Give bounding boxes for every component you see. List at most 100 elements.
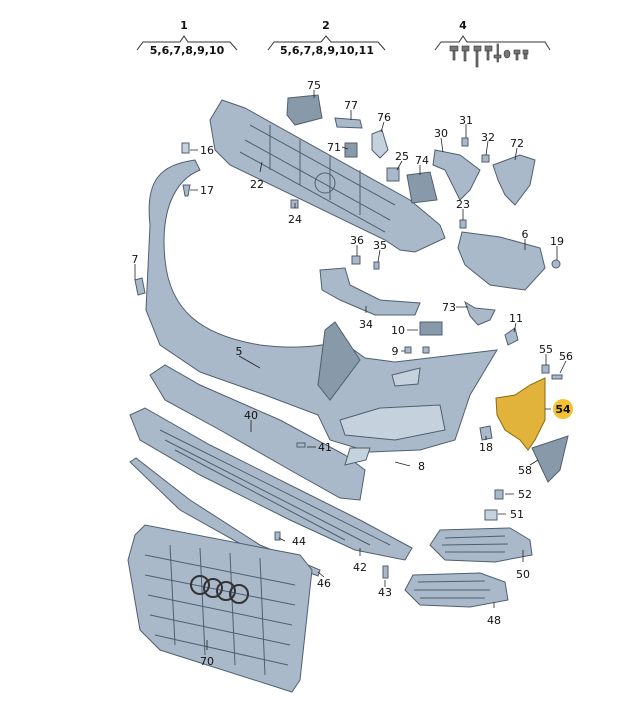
part-54-highlighted	[495, 377, 546, 451]
fog-grille-50	[429, 527, 533, 563]
label-23[interactable]: 23	[456, 198, 470, 211]
label-9[interactable]: 9	[392, 345, 399, 358]
label-25[interactable]: 25	[395, 150, 409, 163]
part-labels: 75 77 76 71 25 74 30 31 32 72 16 17 22 2…	[132, 79, 574, 668]
label-24[interactable]: 24	[288, 213, 302, 226]
fasteners-icon	[449, 43, 529, 68]
label-70[interactable]: 70	[200, 655, 214, 668]
label-56[interactable]: 56	[559, 350, 573, 363]
diffuser-42	[129, 407, 413, 561]
part-18	[479, 425, 493, 441]
label-46[interactable]: 46	[317, 577, 331, 590]
label-11[interactable]: 11	[509, 312, 523, 325]
part-10	[419, 321, 443, 336]
label-17[interactable]: 17	[200, 184, 214, 197]
label-72[interactable]: 72	[510, 137, 524, 150]
fog-grille-50-slats	[441, 535, 509, 553]
bumper-lower-vent	[339, 404, 446, 441]
label-71[interactable]: 71	[327, 141, 341, 154]
label-19[interactable]: 19	[550, 235, 564, 248]
group-4: 4	[434, 19, 551, 68]
part-8	[344, 447, 371, 466]
part-51	[484, 509, 498, 521]
part-7	[134, 277, 146, 296]
label-7[interactable]: 7	[132, 253, 139, 266]
group-items: 5,6,7,8,9,10,11	[280, 44, 374, 57]
label-51[interactable]: 51	[510, 508, 524, 521]
label-74[interactable]: 74	[415, 154, 429, 167]
leader-lines	[134, 90, 567, 650]
label-73[interactable]: 73	[442, 301, 456, 314]
label-36[interactable]: 36	[350, 234, 364, 247]
part-9a	[404, 346, 412, 354]
part-58	[531, 435, 569, 483]
part-72	[492, 154, 536, 206]
label-75[interactable]: 75	[307, 79, 321, 92]
part-9b	[422, 346, 430, 354]
group-number: 2	[322, 19, 330, 32]
label-55[interactable]: 55	[539, 343, 553, 356]
label-42[interactable]: 42	[353, 561, 367, 574]
label-52[interactable]: 52	[518, 488, 532, 501]
label-31[interactable]: 31	[459, 114, 473, 127]
label-8[interactable]: 8	[418, 460, 425, 473]
grille-slats	[144, 544, 296, 676]
part-71	[344, 142, 358, 158]
label-6[interactable]: 6	[522, 228, 529, 241]
label-48[interactable]: 48	[487, 614, 501, 627]
part-55	[541, 364, 550, 374]
bumper-tow-hole	[391, 367, 421, 387]
group-2: 2 5,6,7,8,9,10,11	[267, 19, 386, 57]
label-77[interactable]: 77	[344, 99, 358, 112]
part-74	[406, 171, 438, 204]
group-1: 1 5,6,7,8,9,10	[136, 19, 238, 57]
label-32[interactable]: 32	[481, 131, 495, 144]
part-56	[551, 374, 563, 380]
part-76	[371, 129, 389, 159]
brace	[267, 35, 386, 51]
part-32	[481, 154, 490, 163]
part-16	[181, 142, 190, 154]
part-30	[432, 149, 481, 201]
label-34[interactable]: 34	[359, 318, 373, 331]
highlight-badge	[553, 399, 573, 419]
label-76[interactable]: 76	[377, 111, 391, 124]
part-52	[494, 489, 504, 500]
group-number: 4	[459, 19, 467, 32]
bumper-intake-left	[317, 321, 361, 401]
label-40[interactable]: 40	[244, 409, 258, 422]
part-35	[373, 261, 380, 270]
label-41[interactable]: 41	[318, 441, 332, 454]
part-75	[286, 94, 323, 126]
spoiler-40	[149, 364, 366, 501]
part-36	[351, 255, 361, 265]
label-43[interactable]: 43	[378, 586, 392, 599]
group-number: 1	[180, 19, 188, 32]
part-43	[382, 565, 389, 579]
carrier-ribs	[239, 124, 396, 233]
label-10[interactable]: 10	[391, 324, 405, 337]
label-50[interactable]: 50	[516, 568, 530, 581]
label-22[interactable]: 22	[250, 178, 264, 191]
diffuser-mesh	[159, 429, 391, 546]
label-35[interactable]: 35	[373, 239, 387, 252]
group-items: 5,6,7,8,9,10	[150, 44, 225, 57]
part-23	[459, 219, 467, 229]
part-24	[290, 199, 299, 209]
label-18[interactable]: 18	[479, 441, 493, 454]
label-5[interactable]: 5	[236, 345, 243, 358]
label-58[interactable]: 58	[518, 464, 532, 477]
part-31	[461, 137, 469, 147]
part-77	[334, 117, 363, 129]
radiator-grille-70	[127, 524, 313, 693]
label-30[interactable]: 30	[434, 127, 448, 140]
label-16[interactable]: 16	[200, 144, 214, 157]
part-25	[386, 167, 400, 182]
part-34	[319, 267, 421, 316]
label-54[interactable]: 54	[555, 403, 571, 416]
part-41	[296, 442, 306, 448]
audi-rings-logo	[190, 575, 249, 604]
part-19	[551, 259, 561, 269]
label-44[interactable]: 44	[292, 535, 306, 548]
